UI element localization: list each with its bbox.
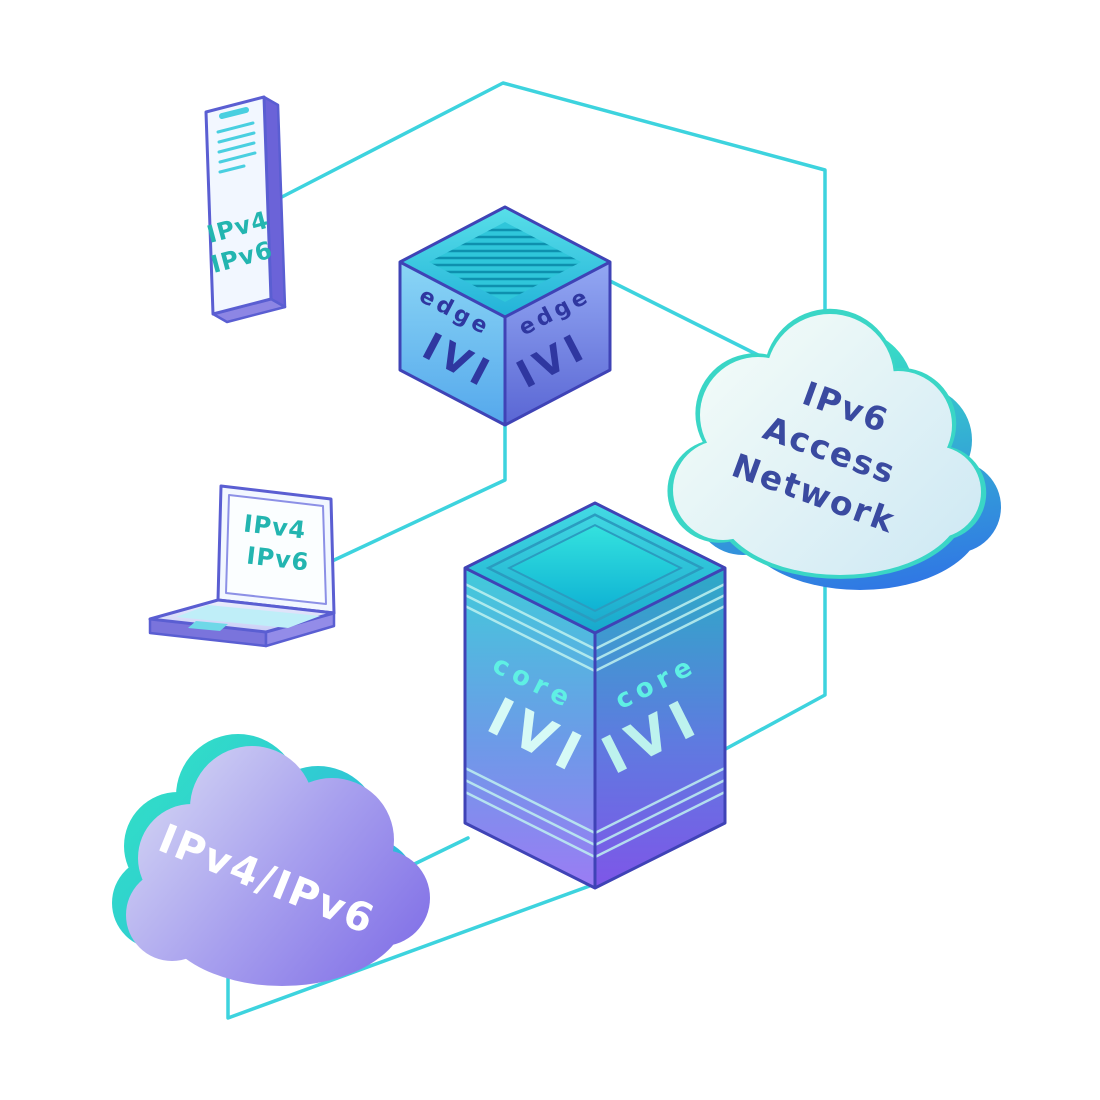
edge-cube-outline xyxy=(398,205,612,427)
edge-cube-vent-panel xyxy=(429,222,581,302)
core-top-inner-ring xyxy=(485,513,705,623)
laptop-device: IPv4 IPv6 xyxy=(148,484,336,648)
edge-cube-right-face xyxy=(505,262,610,425)
core-outline xyxy=(463,501,727,890)
edge-router-cube: edge IVI edge IVI xyxy=(398,205,612,427)
connector-phone-to-core xyxy=(274,81,827,754)
ipv6-access-network-cloud: IPv6 Access Network xyxy=(667,308,1001,590)
access-cloud-body xyxy=(673,314,981,575)
transit-cloud-body xyxy=(126,746,430,986)
phone-screen-lines-icon xyxy=(216,107,257,174)
core-face-stripes xyxy=(464,582,726,859)
connector-edge-to-laptop xyxy=(328,422,507,564)
ipv4-ipv6-cloud: IPv4/IPv6 xyxy=(112,734,430,986)
core-top-inner-panel xyxy=(506,523,684,613)
edge-cube-left-face xyxy=(400,262,505,425)
laptop-screen xyxy=(225,494,327,605)
phone-front-face xyxy=(204,95,273,316)
connector-edge-to-access-cloud xyxy=(598,274,762,358)
core-router-box: core IVI core IVI xyxy=(463,501,727,890)
laptop-keyboard xyxy=(176,605,320,628)
phone-device: IPv4 IPv6 xyxy=(204,95,287,324)
laptop-trackpad xyxy=(188,621,228,631)
